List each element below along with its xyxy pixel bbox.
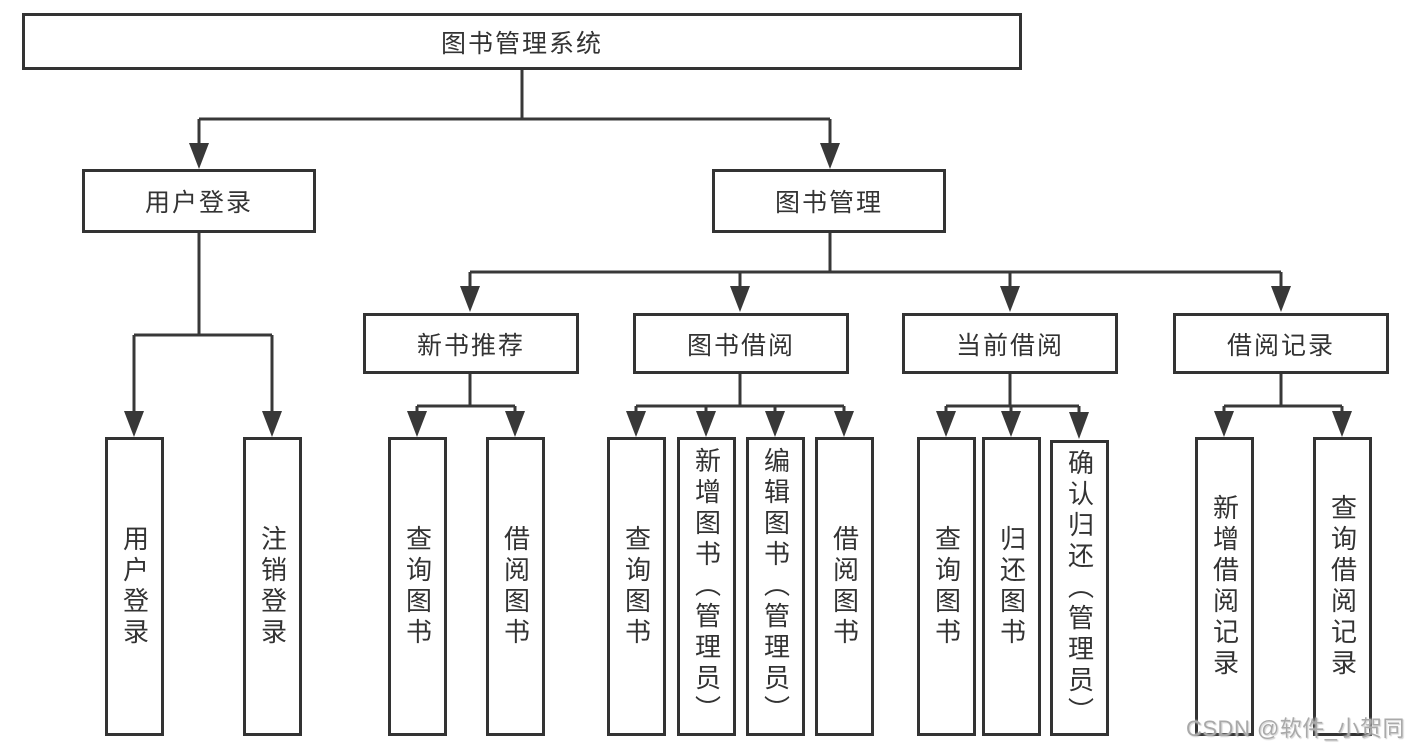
node-label: 注销登录 — [257, 524, 288, 649]
node-label: 当前借阅 — [955, 331, 1064, 360]
node-label: 编辑图书（管理员） — [760, 447, 791, 726]
arrowhead — [1214, 411, 1234, 437]
csdn-watermark: CSDN @软件_小贺同学 — [1186, 716, 1405, 741]
node-label: 图书管理 — [774, 189, 883, 217]
arrowhead — [696, 411, 716, 437]
leaf-query-books-current: 查询图书 — [917, 437, 976, 736]
arrowhead — [834, 411, 854, 437]
node-label: 新增图书（管理员） — [691, 447, 722, 726]
node-label: 图书管理系统 — [440, 29, 603, 58]
arrowhead — [1332, 411, 1352, 437]
node-label: 借阅记录 — [1226, 331, 1335, 360]
node-library-management-system: 图书管理系统 — [22, 13, 1022, 70]
leaf-query-borrowing-record: 查询借阅记录 — [1313, 437, 1372, 736]
arrowhead — [1001, 411, 1021, 437]
arrowhead — [820, 143, 840, 169]
arrowhead — [1069, 412, 1089, 439]
node-label: 借阅图书 — [829, 524, 860, 649]
arrowhead — [189, 143, 209, 169]
arrowhead — [460, 286, 480, 312]
leaf-logout: 注销登录 — [243, 437, 302, 736]
arrowhead — [626, 411, 646, 437]
node-label: 用户登录 — [144, 189, 253, 217]
connector-root-to-level2 — [189, 70, 840, 169]
node-label: 归还图书 — [996, 524, 1027, 649]
connector-current-borrowing-to-leaves — [936, 374, 1089, 439]
node-label: 查询图书 — [931, 524, 962, 649]
arrowhead — [730, 286, 750, 312]
node-book-borrowing: 图书借阅 — [633, 313, 849, 374]
arrowhead — [407, 411, 427, 437]
leaf-add-books-admin: 新增图书（管理员） — [677, 437, 736, 736]
node-current-borrowing: 当前借阅 — [902, 313, 1118, 374]
connector-book-borrowing-to-leaves — [626, 374, 854, 437]
arrowhead — [1000, 286, 1020, 312]
leaf-query-books-recommend: 查询图书 — [388, 437, 447, 736]
node-label: 查询图书 — [402, 524, 433, 649]
connector-book-management-to-level3 — [460, 233, 1291, 312]
connector-borrowing-records-to-leaves — [1214, 374, 1352, 437]
arrowhead — [262, 411, 282, 437]
connector-user-login-to-leaves — [124, 233, 282, 437]
leaf-query-books-borrowing: 查询图书 — [607, 437, 666, 736]
arrowhead — [765, 411, 785, 437]
node-label: 新增借阅记录 — [1209, 493, 1240, 680]
node-label: 确认归还（管理员） — [1064, 448, 1095, 728]
leaf-edit-books-admin: 编辑图书（管理员） — [746, 437, 805, 736]
node-label: 查询借阅记录 — [1327, 493, 1358, 680]
leaf-user-login: 用户登录 — [105, 437, 164, 736]
node-label: 用户登录 — [119, 524, 150, 649]
leaf-borrow-books-recommend: 借阅图书 — [486, 437, 545, 736]
arrowhead — [936, 411, 956, 437]
leaf-confirm-return-admin: 确认归还（管理员） — [1050, 440, 1109, 736]
node-borrowing-records: 借阅记录 — [1173, 313, 1389, 374]
node-label: 图书借阅 — [686, 331, 795, 360]
node-user-login: 用户登录 — [82, 169, 316, 233]
node-label: 查询图书 — [621, 524, 652, 649]
node-book-management: 图书管理 — [712, 169, 946, 233]
connector-new-book-recommendation-to-leaves — [407, 374, 525, 437]
arrowhead — [505, 411, 525, 437]
node-label: 新书推荐 — [416, 331, 525, 360]
node-new-book-recommendation: 新书推荐 — [363, 313, 579, 374]
leaf-return-books: 归还图书 — [982, 437, 1041, 736]
leaf-borrow-books-borrowing: 借阅图书 — [815, 437, 874, 736]
arrowhead — [124, 411, 144, 437]
leaf-add-borrowing-record: 新增借阅记录 — [1195, 437, 1254, 736]
arrowhead — [1271, 286, 1291, 312]
node-label: 借阅图书 — [500, 524, 531, 649]
